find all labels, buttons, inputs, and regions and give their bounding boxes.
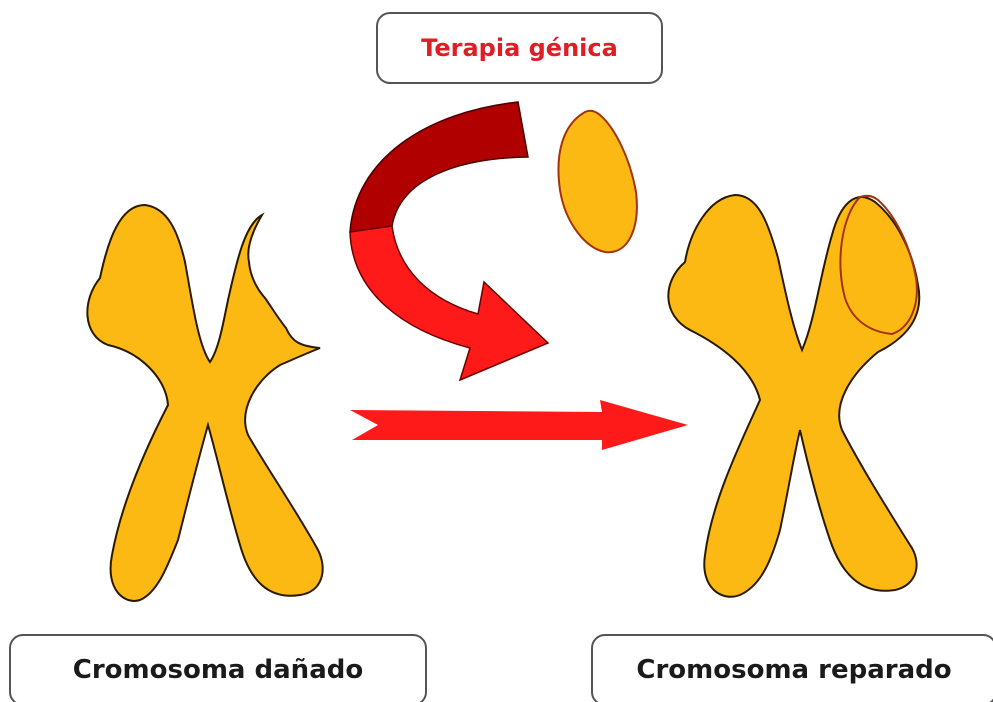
damaged-chromosome-label-box: Cromosoma dañado <box>9 634 427 702</box>
damaged-chromosome-label: Cromosoma dañado <box>73 655 363 685</box>
repaired-chromosome-icon <box>668 195 919 597</box>
curved-arrow-icon <box>350 102 548 380</box>
damaged-chromosome-icon <box>87 205 322 601</box>
gene-therapy-title: Terapia génica <box>421 34 618 62</box>
repaired-chromosome-label: Cromosoma reparado <box>636 655 951 685</box>
straight-arrow-icon <box>350 400 688 450</box>
gene-fragment-icon <box>558 111 636 252</box>
repaired-chromosome-label-box: Cromosoma reparado <box>591 634 993 702</box>
gene-therapy-title-box: Terapia génica <box>376 12 663 84</box>
gene-fragment-shape <box>558 111 636 252</box>
damaged-chromosome-shape <box>87 205 322 601</box>
curved-arrow-front <box>350 226 548 380</box>
straight-arrow-shape <box>350 400 688 450</box>
repaired-chromosome-shape <box>668 195 919 597</box>
curved-arrow-back <box>350 102 528 232</box>
